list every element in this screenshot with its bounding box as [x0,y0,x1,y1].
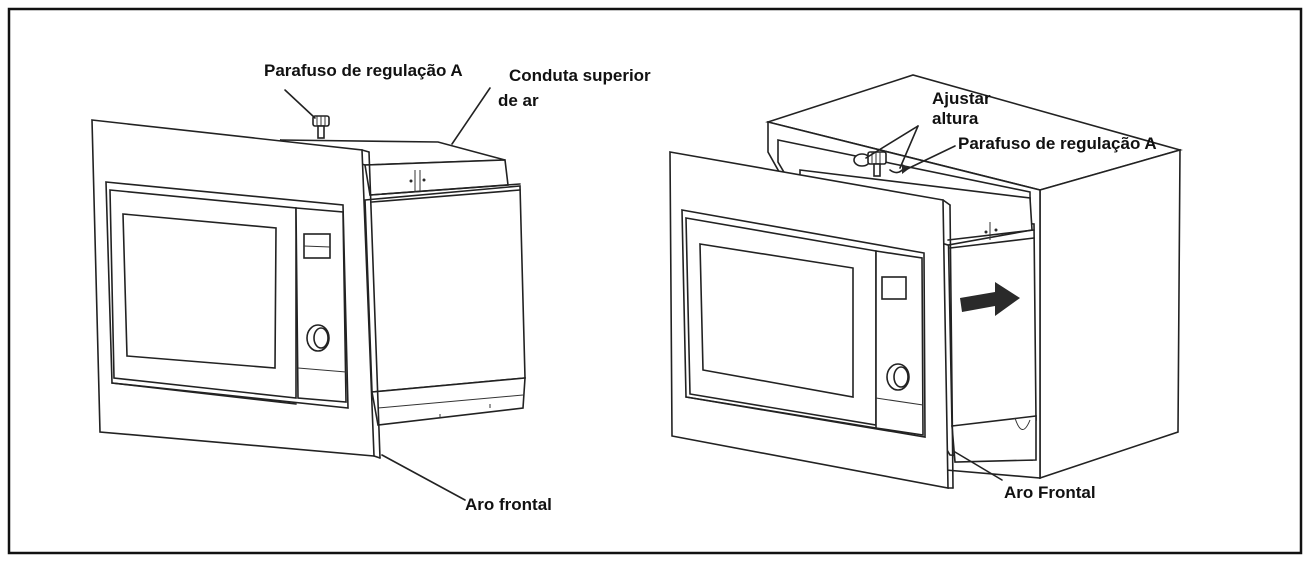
left-frame-leader [381,454,466,501]
right-screw-icon [853,151,910,177]
right-frame-leader [954,451,1003,481]
right-adjust-leader-a [865,125,919,159]
push-arrow-icon [960,282,1020,316]
left-duct-leader [451,87,491,145]
left-duct-label-line1: Conduta superior [509,66,651,85]
diagram-border [7,7,1303,555]
left-front-frame [91,119,381,459]
left-assembly: Parafuso de regulação A Conduta superior… [91,61,651,514]
right-screw-leader [904,145,956,171]
right-assembly: Ajustar altura Parafuso de regulação A A… [669,74,1183,502]
left-knob-icon [306,324,330,352]
right-front-frame [669,151,954,489]
left-air-duct [279,139,521,203]
right-adjust-leader-b [899,125,919,169]
left-screw-leader [284,89,316,119]
right-adjust-label-line1: Ajustar [932,89,991,108]
left-duct-label-line2: de ar [498,91,539,110]
right-knob-icon [886,363,910,391]
left-microwave-body [364,185,526,426]
left-screw-label: Parafuso de regulação A [264,61,463,80]
right-adjust-label-line2: altura [932,109,979,128]
right-screw-label: Parafuso de regulação A [958,134,1157,153]
right-frame-label: Aro Frontal [1004,483,1096,502]
left-screw-icon [312,115,330,139]
left-frame-label: Aro frontal [465,495,552,514]
